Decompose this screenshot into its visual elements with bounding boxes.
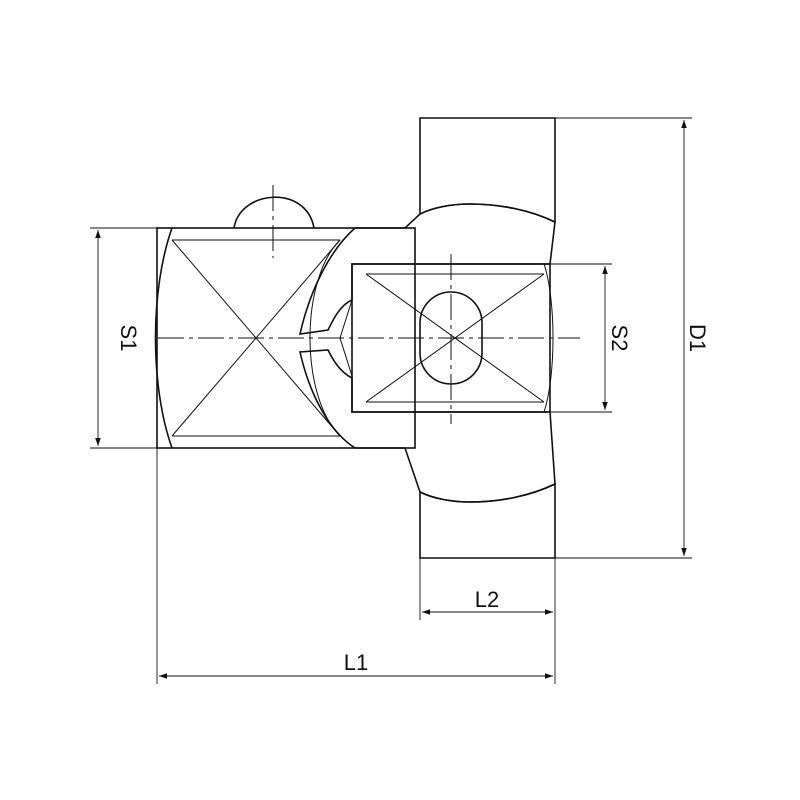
d1-label: D1 [685, 324, 710, 352]
l2-label: L2 [475, 587, 499, 612]
dimension-d1: D1 [555, 117, 710, 559]
dimension-l1: L1 [156, 448, 556, 684]
s2-label: S2 [607, 325, 632, 352]
section-upper [298, 203, 556, 335]
dimension-l2: L2 [419, 558, 556, 620]
s1-label: S1 [116, 325, 141, 352]
dimension-s1: S1 [90, 227, 157, 449]
knurl-lower [419, 482, 556, 559]
square-socket [339, 254, 554, 424]
drive-housing [154, 185, 416, 449]
section-hatching [298, 203, 556, 503]
l1-label: L1 [344, 650, 368, 675]
dimension-s2: S2 [550, 263, 632, 413]
housing-left-arc [154, 227, 173, 449]
ball-detent [233, 196, 315, 229]
